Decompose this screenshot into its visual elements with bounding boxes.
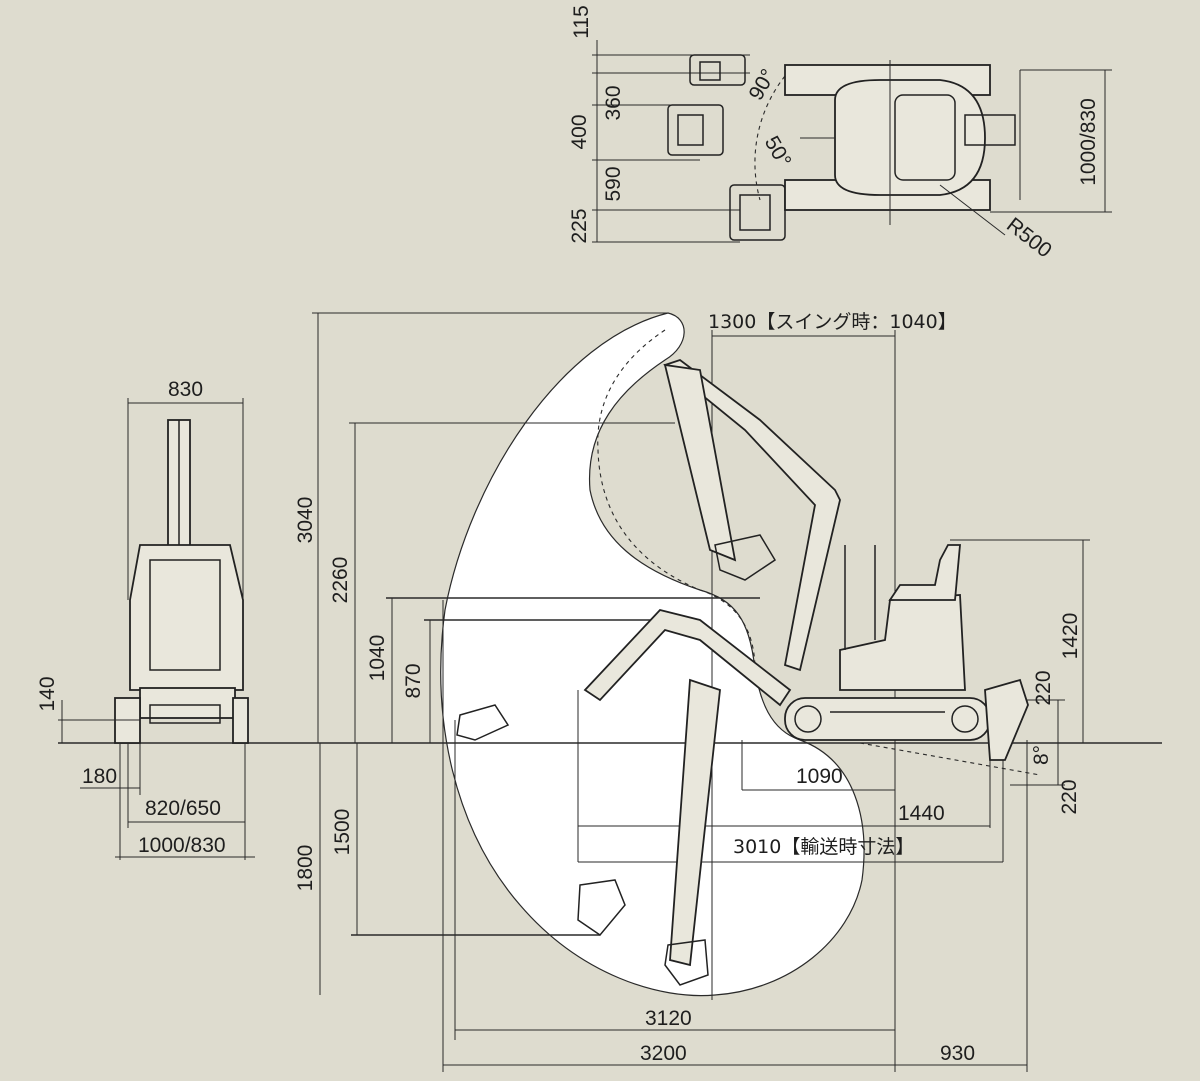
bucket-lowered <box>664 939 709 986</box>
angle-50: 50° <box>760 132 796 171</box>
dim-360: 360 <box>602 85 625 120</box>
top-boom-swing-positions <box>667 54 786 241</box>
dim-400: 400 <box>568 114 591 149</box>
dim-590: 590 <box>602 166 625 201</box>
dim-220-lower: 220 <box>1058 779 1081 814</box>
dim-depth-1800: 1800 <box>294 845 317 892</box>
dim-225: 225 <box>568 208 591 243</box>
front-body <box>129 544 244 691</box>
bucket-mid <box>577 879 626 937</box>
dim-180: 180 <box>82 765 117 788</box>
dim-reach-3200: 3200 <box>640 1042 687 1065</box>
dim-1090: 1090 <box>796 765 843 788</box>
top-upper-body <box>834 79 986 196</box>
dim-top-width: 1000/830 <box>1077 98 1100 186</box>
working-envelope <box>440 312 865 997</box>
angle-90: 90° <box>744 65 780 104</box>
dim-depth-1500: 1500 <box>331 809 354 856</box>
dim-front-top-width: 830 <box>168 378 203 401</box>
boom-lowered <box>583 608 792 707</box>
front-track-right <box>232 697 249 744</box>
side-blade <box>984 678 1029 761</box>
boom-raised <box>663 358 841 672</box>
dim-angle-8: 8° <box>1030 745 1053 765</box>
swing-arc <box>754 69 791 201</box>
dim-1440: 1440 <box>898 802 945 825</box>
dim-swing-radius: 1300【スイング時：1040】 <box>708 311 957 333</box>
dim-115: 115 <box>570 5 593 38</box>
dim-r500: R500 <box>1002 213 1056 262</box>
dim-930: 930 <box>940 1042 975 1065</box>
top-view: 115 360 400 590 225 90° 50° R500 <box>568 5 1112 262</box>
dim-dump-height: 2260 <box>329 557 352 604</box>
dim-max-height: 3040 <box>294 497 317 544</box>
arm-lowered <box>669 678 721 967</box>
side-view: 3040 2260 1040 870 1800 1500 1300【スイング時 <box>58 311 1162 1072</box>
dim-1040: 1040 <box>366 635 389 682</box>
dim-220-upper: 220 <box>1032 670 1055 705</box>
envelope-inner-arc <box>597 329 756 671</box>
dim-140: 140 <box>36 676 59 711</box>
side-body <box>839 594 966 691</box>
side-seat <box>888 544 961 601</box>
front-view: 830 140 180 820/650 1000/830 <box>36 378 255 860</box>
dim-870: 870 <box>402 663 425 698</box>
dim-track: 820/650 <box>145 797 221 820</box>
side-track <box>784 697 991 741</box>
dim-reach-3120: 3120 <box>645 1007 692 1030</box>
dim-transport: 3010【輸送時寸法】 <box>733 836 914 858</box>
bucket-extended <box>456 704 510 741</box>
arm-raised <box>663 363 737 562</box>
dim-front-overall: 1000/830 <box>138 834 226 857</box>
dim-1420: 1420 <box>1059 613 1082 660</box>
